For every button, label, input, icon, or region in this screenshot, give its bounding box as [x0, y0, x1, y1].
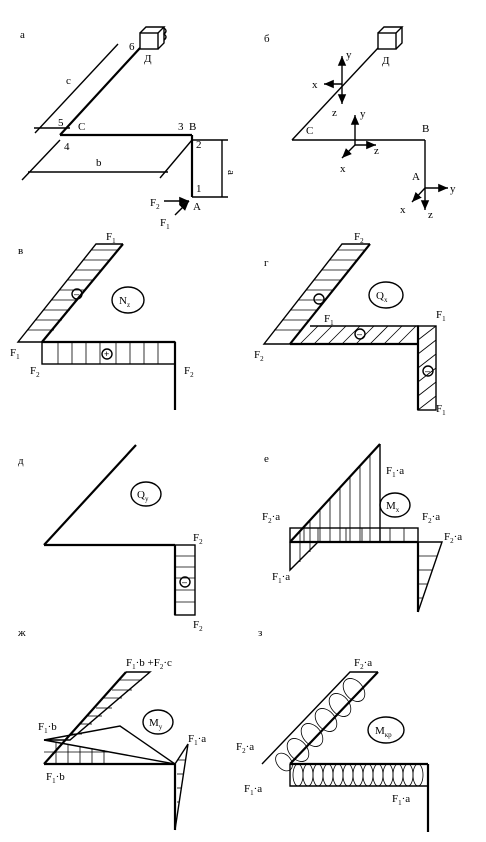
- svg-text:–: –: [316, 294, 321, 304]
- svg-text:F1·a: F1·a: [244, 783, 262, 797]
- axes-lower: y x z: [400, 183, 456, 221]
- svg-text:F2·a: F2·a: [354, 657, 372, 671]
- panel-label-v: в: [18, 245, 23, 257]
- diagram-label-qy: Qy: [137, 489, 149, 503]
- svg-text:F1·a: F1·a: [392, 793, 410, 807]
- svg-text:5: 5: [58, 117, 64, 129]
- diagram-label-my: My: [149, 717, 163, 731]
- axes-upper: y x z: [312, 49, 352, 119]
- wall-support-d: [139, 26, 167, 50]
- force-f1-arrow: [174, 200, 190, 216]
- svg-text:y: y: [450, 183, 456, 195]
- svg-text:F2: F2: [193, 619, 203, 633]
- diagram-label-nz: Nz: [119, 295, 130, 309]
- svg-text:F2: F2: [254, 349, 264, 363]
- dim-label-b: b: [96, 157, 102, 169]
- svg-text:z: z: [428, 209, 433, 221]
- svg-text:F1·b: F1·b: [46, 771, 65, 785]
- svg-text:x: x: [312, 79, 318, 91]
- svg-text:3: 3: [178, 121, 184, 133]
- svg-text:F2·a: F2·a: [236, 741, 254, 755]
- svg-text:F1: F1: [436, 309, 446, 323]
- torque-spirals-horizontal: [292, 763, 424, 787]
- panel-label-d: д: [18, 455, 24, 467]
- diagram-label-qx: Qx: [376, 290, 388, 304]
- svg-text:F1·a: F1·a: [386, 465, 404, 479]
- svg-text:F2: F2: [30, 365, 40, 379]
- svg-text:–: –: [182, 577, 187, 587]
- svg-text:–: –: [357, 329, 362, 339]
- panel-label-zh: ж: [17, 627, 26, 639]
- panel-zh: ж My: [17, 627, 206, 831]
- panel-b: б Д C B A y x z y z x: [264, 26, 456, 221]
- svg-text:F1·b +F2·c: F1·b +F2·c: [126, 657, 172, 671]
- svg-text:x: x: [400, 204, 406, 216]
- diagram-label-mkr: Mкр: [375, 725, 392, 739]
- svg-text:–: –: [74, 289, 79, 299]
- dim-line-c: [34, 43, 119, 134]
- band-diagonal: [16, 243, 123, 343]
- node-d: Д: [144, 53, 152, 65]
- svg-text:F1·b: F1·b: [38, 721, 57, 735]
- svg-text:F2: F2: [354, 231, 364, 245]
- dim-label-a: a: [225, 170, 237, 175]
- panel-label-e: е: [264, 453, 269, 465]
- panel-label-g: г: [264, 257, 269, 269]
- svg-text:y: y: [360, 108, 366, 120]
- svg-text:F1: F1: [106, 231, 116, 245]
- wall-support-d: [377, 26, 404, 50]
- panel-label-a: а: [20, 29, 25, 41]
- panel-d: д – Qy F2 F2: [18, 444, 203, 633]
- svg-text:F1: F1: [436, 403, 446, 417]
- svg-text:F2·a: F2·a: [262, 511, 280, 525]
- svg-text:6: 6: [129, 41, 135, 53]
- svg-text:F1·a: F1·a: [272, 571, 290, 585]
- node-a: A: [193, 201, 201, 213]
- sign-plus: [101, 348, 113, 360]
- svg-text:F2·a: F2·a: [444, 531, 462, 545]
- svg-text:F2·a: F2·a: [422, 511, 440, 525]
- svg-text:C: C: [306, 125, 313, 137]
- axes-middle: y z x: [340, 108, 379, 175]
- svg-text:Д: Д: [382, 55, 390, 67]
- svg-text:F1·a: F1·a: [188, 733, 206, 747]
- torque-spirals-diagonal: [275, 678, 366, 772]
- force-f1-label: F1: [160, 217, 170, 231]
- label-ellipse: [111, 286, 145, 314]
- svg-text:F2: F2: [193, 532, 203, 546]
- sign-minus: [71, 288, 83, 300]
- svg-text:4: 4: [64, 141, 70, 153]
- svg-text:F1: F1: [10, 347, 20, 361]
- node-b: B: [189, 121, 196, 133]
- member-dc: [291, 47, 379, 141]
- svg-text:F1: F1: [324, 313, 334, 327]
- svg-text:z: z: [332, 107, 337, 119]
- dim-label-c: c: [66, 75, 71, 87]
- panel-g: г – –: [254, 231, 446, 417]
- force-f2-label: F2: [150, 197, 160, 211]
- svg-text:+: +: [104, 349, 109, 359]
- panel-v: в – +: [10, 231, 194, 410]
- panel-z: з Mкр F2·: [236, 627, 430, 832]
- svg-text:z: z: [374, 145, 379, 157]
- member-dc: [59, 47, 141, 136]
- svg-text:y: y: [346, 49, 352, 61]
- svg-text:A: A: [412, 171, 420, 183]
- panel-e: е Mx: [262, 443, 462, 613]
- svg-text:–: –: [425, 366, 430, 376]
- node-c: C: [78, 121, 85, 133]
- diagram-label-mx: Mx: [386, 500, 400, 514]
- panel-a: а c b a Д 6 5 C 4 3 B 2 1: [20, 26, 237, 231]
- panel-label-b: б: [264, 33, 270, 45]
- svg-text:x: x: [340, 163, 346, 175]
- svg-text:2: 2: [196, 139, 202, 151]
- panel-label-z: з: [258, 627, 262, 639]
- svg-text:F2: F2: [184, 365, 194, 379]
- svg-text:B: B: [422, 123, 429, 135]
- svg-text:1: 1: [196, 183, 202, 195]
